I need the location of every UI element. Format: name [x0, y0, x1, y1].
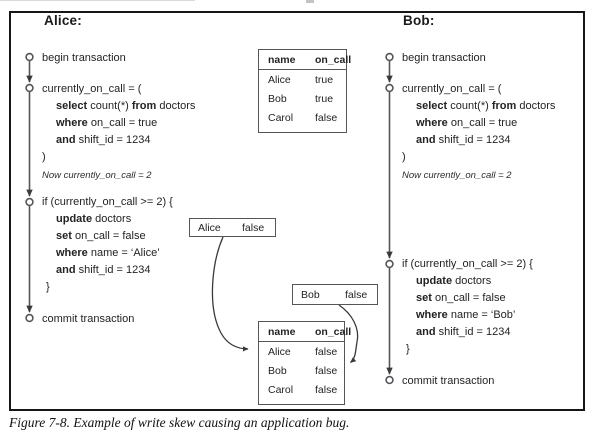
bob-cond-set: set on_call = false	[416, 292, 506, 304]
alice-cond-and: and shift_id = 1234	[56, 264, 151, 276]
alice-cond-set: set on_call = false	[56, 230, 146, 242]
alice-query-open: currently_on_call = (	[42, 83, 142, 95]
alice-cond-update: update doctors	[56, 213, 132, 225]
bob-cond-update: update doctors	[416, 275, 492, 287]
bob-cond-open: if (currently_on_call >= 2) {	[402, 258, 533, 270]
alice-begin-label: begin transaction	[42, 52, 126, 64]
alice-cond-open: if (currently_on_call >= 2) {	[42, 196, 173, 208]
bob-cond-close: }	[406, 343, 410, 355]
alice-commit-label: commit transaction	[42, 313, 135, 325]
bob-title: Bob:	[403, 13, 435, 28]
alice-query-close: )	[42, 151, 46, 163]
bob-query-open: currently_on_call = (	[402, 83, 502, 95]
bob-commit-label: commit transaction	[402, 375, 495, 387]
bob-query-select: select count(*) from doctors	[416, 100, 556, 112]
figure-caption: Figure 7-8. Example of write skew causin…	[9, 415, 350, 430]
bob-cond-and: and shift_id = 1234	[416, 326, 511, 338]
bob-cond-block: if (currently_on_call >= 2) { update doc…	[402, 256, 533, 358]
alice-query-block: currently_on_call = ( select count(*) fr…	[42, 81, 195, 182]
bob-query-close: )	[402, 151, 406, 163]
alice-query-and: and shift_id = 1234	[56, 134, 151, 146]
bob-begin-label: begin transaction	[402, 52, 486, 64]
bob-cond-where: where name = ‘Bob’	[416, 309, 516, 321]
alice-cond-block: if (currently_on_call >= 2) { update doc…	[42, 194, 173, 296]
bob-query-where: where on_call = true	[416, 117, 518, 129]
diagram-frame	[9, 11, 585, 411]
alice-cond-where: where name = ‘Alice’	[56, 247, 160, 259]
page-crop-artifact	[306, 0, 314, 3]
alice-title: Alice:	[44, 13, 82, 28]
alice-query-select: select count(*) from doctors	[56, 100, 196, 112]
page-crop-artifact	[0, 0, 195, 1]
bob-query-block: currently_on_call = ( select count(*) fr…	[402, 81, 555, 182]
bob-query-and: and shift_id = 1234	[416, 134, 511, 146]
bob-query-note: Now currently_on_call = 2	[402, 170, 512, 181]
alice-cond-close: }	[46, 281, 50, 293]
alice-query-note: Now currently_on_call = 2	[42, 170, 152, 181]
alice-query-where: where on_call = true	[56, 117, 158, 129]
